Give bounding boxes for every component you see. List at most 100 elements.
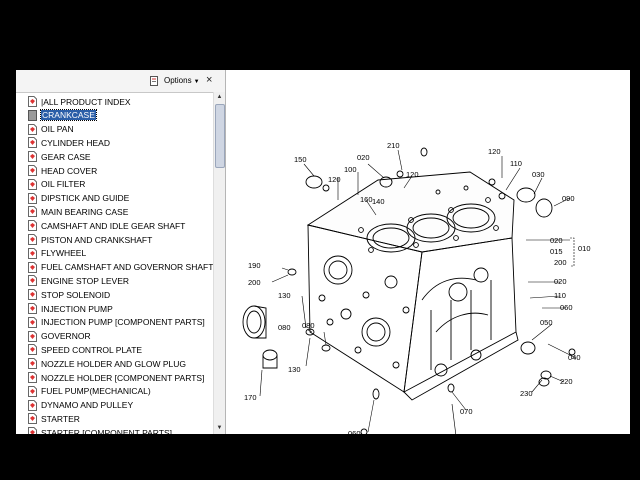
bookmark-item[interactable]: OIL FILTER (28, 178, 85, 191)
part-callout-number: 080 (278, 323, 291, 332)
bookmark-item[interactable]: GEAR CASE (28, 150, 91, 163)
part-callout-number: 110 (554, 291, 566, 300)
bookmark-page-icon (28, 234, 37, 245)
bookmark-label: MAIN BEARING CASE (41, 206, 129, 217)
bookmark-item[interactable]: OIL PAN (28, 123, 74, 136)
callout-bracket (570, 237, 575, 267)
close-panel-button[interactable]: × (206, 74, 213, 86)
bookmark-label: |ALL PRODUCT INDEX (41, 96, 131, 107)
bookmark-label: NOZZLE HOLDER AND GLOW PLUG (41, 358, 186, 369)
dropdown-arrow-icon: ▼ (193, 79, 200, 85)
bookmark-label: GOVERNOR (41, 331, 91, 342)
bookmark-item[interactable]: STARTER (28, 412, 80, 425)
part-callout-number: 170 (244, 393, 257, 402)
part-callout-number: 130 (278, 291, 291, 300)
bookmark-page-icon (28, 247, 37, 259)
part-callout-number: 060 (560, 303, 573, 312)
bookmark-label: NOZZLE HOLDER [COMPONENT PARTS] (41, 372, 205, 383)
bookmark-item[interactable]: DYNAMO AND PULLEY (28, 399, 133, 412)
bookmark-page-icon (28, 303, 37, 314)
part-callout-number: 120 (328, 175, 341, 184)
part-callout-number: 130 (288, 365, 301, 374)
bookmark-label: OIL PAN (41, 124, 74, 135)
bookmark-scrollbar[interactable]: ▲ ▼ (213, 92, 225, 434)
bookmark-item[interactable]: FUEL PUMP(MECHANICAL) (28, 385, 151, 398)
bookmark-selected-icon (28, 109, 37, 121)
bookmark-item[interactable]: SPEED CONTROL PLATE (28, 343, 142, 356)
bookmark-item[interactable]: CAMSHAFT AND IDLE GEAR SHAFT (28, 219, 185, 232)
part-callout-number: 110 (510, 159, 522, 168)
bookmark-label: FUEL CAMSHAFT AND GOVERNOR SHAFT (41, 262, 213, 273)
part-callout-number: 030 (532, 170, 545, 179)
bookmark-item[interactable]: ENGINE STOP LEVER (28, 274, 129, 287)
part-callout-number: 150 (294, 155, 307, 164)
bookmark-label: STOP SOLENOID (41, 289, 111, 300)
part-callout-number: 190 (248, 261, 261, 270)
bookmark-item[interactable]: STOP SOLENOID (28, 288, 110, 301)
bookmark-item[interactable]: INJECTION PUMP [COMPONENT PARTS] (28, 316, 205, 329)
bookmark-page-icon (28, 385, 37, 397)
part-callout-number: 050 (540, 318, 553, 327)
part-callout-number: 200 (248, 278, 261, 287)
bookmark-page-icon (28, 316, 37, 328)
scroll-up-arrow-icon[interactable]: ▲ (216, 94, 223, 100)
part-callout-number: 220 (560, 377, 573, 386)
bookmark-item[interactable]: HEAD COVER (28, 164, 97, 177)
part-callout-number: 120 (488, 147, 501, 156)
bookmark-item[interactable]: MAIN BEARING CASE (28, 205, 128, 218)
part-callout-number: 090 (562, 194, 575, 203)
part-callout-number: 060 (348, 429, 361, 434)
bookmark-item[interactable]: |ALL PRODUCT INDEX (28, 95, 131, 108)
bookmark-item[interactable]: NOZZLE HOLDER AND GLOW PLUG (28, 357, 186, 370)
bookmark-item[interactable]: FLYWHEEL (28, 247, 86, 260)
bookmark-page-icon (28, 289, 37, 301)
bookmark-page-icon (28, 275, 37, 287)
bookmark-label: OIL FILTER (41, 179, 86, 190)
bookmark-label: GEAR CASE (41, 151, 91, 162)
bookmark-item[interactable]: CYLINDER HEAD (28, 136, 110, 149)
bookmark-item[interactable]: GOVERNOR (28, 330, 91, 343)
bookmark-page-icon (28, 330, 37, 342)
bookmark-label: INJECTION PUMP [COMPONENT PARTS] (41, 317, 205, 328)
bookmark-label: CRANKCASE (40, 109, 97, 122)
bookmark-page-icon (28, 137, 37, 149)
bookmark-label: INJECTION PUMP (41, 303, 113, 314)
part-callout-number: 230 (520, 389, 533, 398)
bookmark-page-icon (28, 151, 37, 163)
callout-leader-lines (259, 149, 577, 437)
part-callout-number: 210 (387, 141, 400, 150)
part-callout-number: 070 (460, 407, 473, 416)
bookmark-item[interactable]: FUEL CAMSHAFT AND GOVERNOR SHAFT (28, 261, 213, 274)
bookmark-page-icon (28, 165, 37, 176)
options-label: Options (164, 76, 192, 85)
part-callout-number: 020 (550, 236, 563, 245)
part-callout-number: 060 (450, 433, 463, 434)
part-callout-number: 140 (372, 197, 385, 206)
scroll-down-arrow-icon[interactable]: ▼ (216, 425, 223, 431)
part-callout-number: 010 (578, 244, 591, 253)
bookmark-label: HEAD COVER (41, 165, 98, 176)
options-menu-button[interactable]: Options▼ (164, 76, 200, 85)
bookmark-item[interactable]: PISTON AND CRANKSHAFT (28, 233, 152, 246)
bookmark-item[interactable]: NOZZLE HOLDER [COMPONENT PARTS] (28, 371, 204, 384)
bookmark-page-icon (28, 261, 37, 273)
bookmark-item[interactable]: STARTER [COMPONENT PARTS] (28, 426, 172, 434)
bookmark-options-icon[interactable] (150, 76, 159, 86)
part-callout-number: 020 (357, 153, 370, 162)
bookmark-label: STARTER (41, 413, 80, 424)
part-callout-number: 160 (360, 195, 373, 204)
part-callout-number: 040 (568, 353, 581, 362)
scrollbar-thumb[interactable] (215, 104, 225, 168)
bookmark-item[interactable]: DIPSTICK AND GUIDE (28, 192, 129, 205)
bookmark-page-icon (28, 220, 37, 232)
bookmark-label: CAMSHAFT AND IDLE GEAR SHAFT (41, 220, 186, 231)
bookmark-page-icon (28, 413, 37, 425)
bookmark-item[interactable]: CRANKCASE (28, 109, 97, 122)
bookmark-item[interactable]: INJECTION PUMP (28, 302, 113, 315)
bookmark-page-icon (28, 358, 37, 370)
bookmark-page-icon (28, 344, 37, 356)
bookmark-page-icon (28, 192, 37, 204)
engine-block-drawing (306, 171, 519, 401)
